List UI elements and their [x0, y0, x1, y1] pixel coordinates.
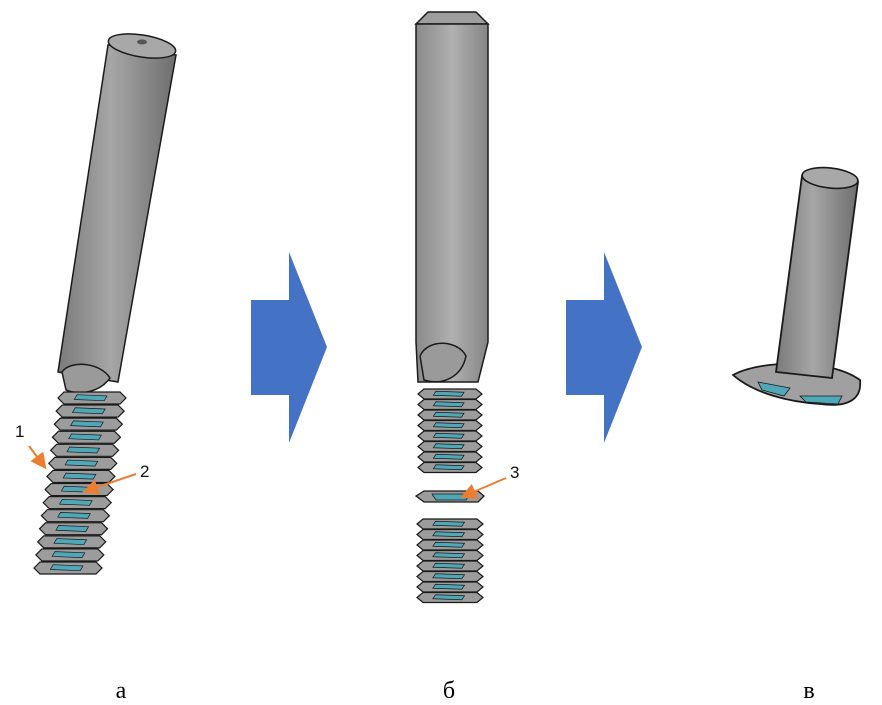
thread-flute-face: [432, 422, 465, 429]
panel-label-v: в: [803, 678, 814, 704]
callout-2-label: 2: [140, 462, 149, 481]
panel-v-flange-cyan: [757, 381, 791, 397]
thread-flute-face: [68, 433, 103, 441]
thread-flute-face: [432, 541, 466, 548]
thread-flute-face: [51, 551, 86, 558]
panel-b-flute: [419, 342, 467, 383]
thread-flute-face: [432, 562, 466, 569]
panel-v-tool: [731, 166, 861, 406]
thread-flute-face: [49, 564, 84, 572]
thread-flute-face: [57, 512, 91, 519]
thread-flute-face: [432, 432, 465, 439]
thread-flute-face: [432, 401, 465, 408]
thread-flute-face: [64, 459, 99, 467]
thread-flute-face: [432, 390, 465, 397]
callout-2-arrow: [82, 473, 137, 495]
panel-v-shank: [774, 175, 860, 379]
thread-flute-face: [66, 446, 101, 454]
process-arrow-2: [566, 252, 642, 443]
thread-flute-face: [58, 498, 93, 506]
thread-flute-face: [432, 573, 466, 580]
thread-flute-face: [432, 583, 466, 590]
thread-flute-face: [73, 394, 108, 402]
thread-flute-face: [71, 407, 106, 415]
thread-flute-face: [432, 594, 466, 601]
callout-3: 3: [460, 463, 519, 499]
thread-flute-face: [70, 420, 104, 428]
panel-b-shank: [415, 23, 489, 383]
callout-2: 2: [82, 462, 149, 495]
panel-label-a: а: [116, 678, 127, 704]
thread-flute-face: [432, 443, 465, 450]
panel-b-thread-upper: [417, 388, 483, 474]
thread-flute-face: [432, 464, 465, 471]
panel-a-shank-top: [107, 33, 177, 59]
callout-1: 1: [15, 422, 47, 470]
thread-flute-face: [55, 525, 90, 532]
callout-1-arrow: [28, 445, 47, 470]
thread-flute-face: [53, 538, 88, 545]
thread-flute-face: [432, 453, 465, 460]
panel-v-shank-top: [801, 166, 859, 190]
panel-a-thread: [33, 391, 127, 575]
panel-b-shank-top: [414, 11, 490, 25]
panel-a-tool: [33, 33, 177, 575]
panel-v-flange-cyan-2: [799, 395, 843, 405]
panel-label-b: б: [443, 678, 455, 704]
callout-3-arrow: [460, 477, 507, 499]
process-arrow-1: [251, 252, 327, 443]
thread-flute-face: [62, 472, 97, 480]
thread-flute-face: [432, 520, 466, 527]
thread-flute-face: [432, 531, 466, 538]
panel-b-thread-lower: [416, 518, 484, 604]
panel-a-shank: [57, 44, 177, 383]
thread-flute-face: [432, 411, 465, 418]
panel-a-center-hole: [137, 39, 147, 45]
callout-3-label: 3: [510, 463, 519, 482]
panel-b-tool: [414, 11, 490, 604]
thread-flute-face: [432, 552, 466, 559]
callout-1-label: 1: [15, 422, 24, 441]
